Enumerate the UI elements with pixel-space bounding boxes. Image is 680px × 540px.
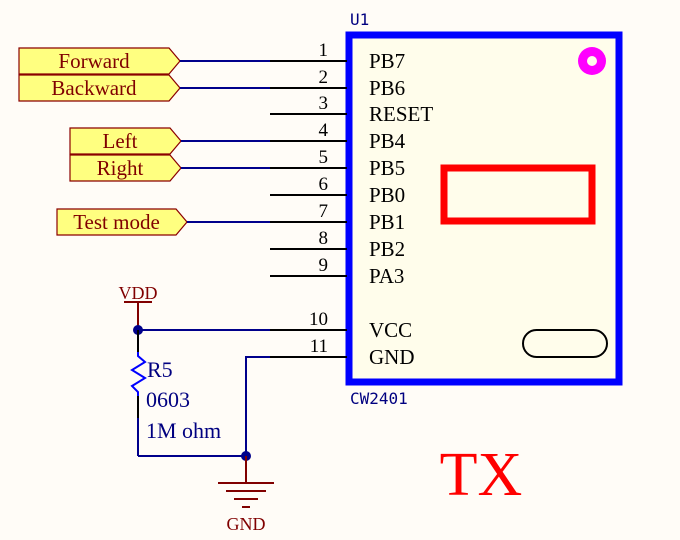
pin-name: PA3: [369, 264, 404, 288]
pin-10[interactable]: 10 VCC: [270, 309, 412, 342]
net-port-label: Left: [103, 129, 138, 153]
resistor-icon[interactable]: [130, 352, 147, 396]
pin-number: 9: [319, 255, 329, 276]
net-port-shape[interactable]: [56, 208, 188, 236]
net-port-label: Test mode: [73, 210, 160, 234]
pin-number: 7: [319, 201, 329, 222]
pin-number: 2: [319, 67, 329, 88]
net-port-shape[interactable]: [18, 74, 181, 102]
pin-name: GND: [369, 345, 415, 369]
component-part-number: CW2401: [350, 389, 408, 408]
pin-number: 6: [319, 174, 329, 195]
antenna-marker-hole: [587, 56, 597, 66]
net-port-test-mode[interactable]: Test mode: [56, 208, 270, 236]
pin-number: 4: [319, 120, 329, 141]
pin-name: PB5: [369, 156, 405, 180]
net-port-shape[interactable]: [69, 154, 182, 182]
pin-2[interactable]: 2 PB6: [270, 67, 405, 100]
highlight-rectangle: [440, 164, 596, 225]
pin-name: PB0: [369, 183, 405, 207]
pin-name: PB7: [369, 49, 405, 73]
pin-name: RESET: [369, 102, 433, 126]
pin-9[interactable]: 9 PA3: [270, 255, 404, 288]
pin-number: 8: [319, 228, 329, 249]
net-port-left[interactable]: Left: [69, 127, 270, 155]
component-body[interactable]: [345, 31, 623, 386]
pin-number: 3: [319, 93, 329, 114]
resistor-value: 1M ohm: [146, 418, 221, 443]
crystal-pad-icon: [522, 329, 608, 358]
net-port-shape[interactable]: [18, 47, 181, 75]
pin-7[interactable]: 7 PB1: [270, 201, 405, 234]
pin-3[interactable]: 3 RESET: [270, 93, 433, 126]
pin-number: 11: [310, 336, 328, 357]
net-port-backward[interactable]: Backward: [18, 74, 270, 102]
pin-1[interactable]: 1 PB7: [270, 40, 405, 73]
pin-name: PB1: [369, 210, 405, 234]
gnd-label: GND: [227, 514, 266, 534]
pin-4[interactable]: 4 PB4: [270, 120, 406, 153]
pin-name: PB4: [369, 129, 406, 153]
net-port-forward[interactable]: Forward: [18, 47, 270, 75]
pin-group: 1 PB7 2 PB6 3 RESET 4 PB4 5 PB5 6 PB0 7 PB1 8 PB2 9 PA3 10…: [270, 40, 433, 369]
pin-number: 1: [319, 40, 329, 61]
vdd-label: VDD: [119, 283, 158, 303]
resistor-designator: R5: [147, 357, 173, 382]
pin-number: 10: [309, 309, 328, 330]
resistor-footprint: 0603: [146, 387, 190, 412]
net-port-label: Right: [97, 156, 144, 180]
pin-5[interactable]: 5 PB5: [270, 147, 405, 180]
net-port-shape[interactable]: [69, 127, 182, 155]
pin-8[interactable]: 8 PB2: [270, 228, 405, 261]
net-port-right[interactable]: Right: [69, 154, 270, 182]
board-label: TX: [440, 441, 523, 509]
net-port-label: Backward: [51, 76, 137, 100]
pin-6[interactable]: 6 PB0: [270, 174, 405, 207]
pin-name: PB6: [369, 76, 405, 100]
gnd-wire[interactable]: [245, 356, 270, 456]
pin-number: 5: [319, 147, 329, 168]
pin-name: PB2: [369, 237, 405, 261]
pin-name: VCC: [369, 318, 412, 342]
component-designator: U1: [350, 10, 369, 29]
net-port-label: Forward: [58, 49, 130, 73]
pin-11[interactable]: 11 GND: [270, 336, 415, 369]
